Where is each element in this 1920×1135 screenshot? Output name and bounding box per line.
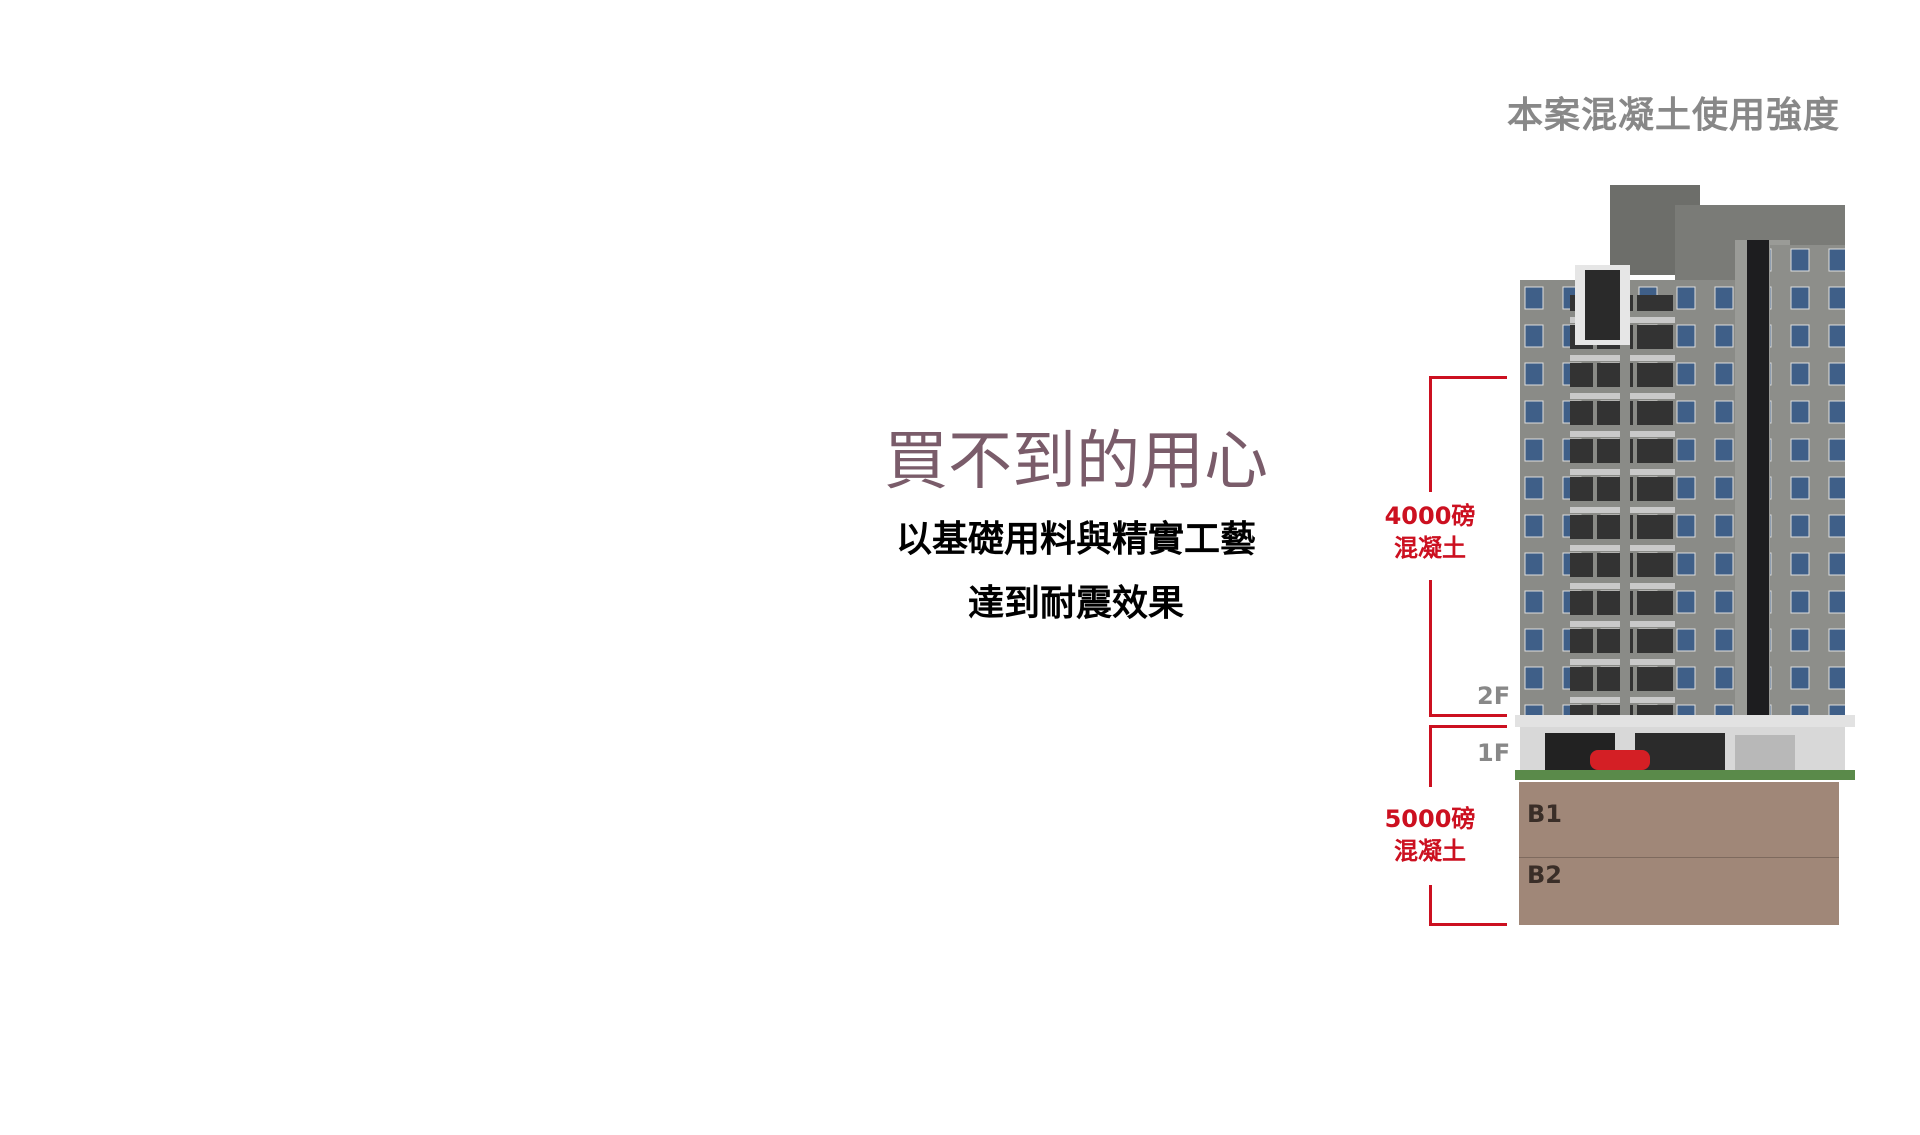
headline: 買不到的用心 <box>884 425 1268 499</box>
upper-bracket-bottom <box>1429 580 1432 716</box>
section-title: 本案混凝土使用強度 <box>1506 95 1840 136</box>
lower-zone-material: 混凝土 <box>1394 837 1466 865</box>
building-illustration <box>1515 185 1855 780</box>
basement-block <box>1519 782 1839 925</box>
lower-bracket-bottom-cap <box>1429 923 1507 926</box>
floor-label-1f: 1F <box>1477 739 1511 767</box>
lower-zone-strength: 5000磅 <box>1384 805 1476 833</box>
lower-bracket-bottom <box>1429 885 1432 925</box>
upper-bracket-bottom-cap <box>1429 714 1507 717</box>
lower-bracket-top-cap <box>1429 725 1507 728</box>
upper-bracket-top <box>1429 376 1432 492</box>
floor-label-b1: B1 <box>1527 800 1562 828</box>
subline-2: 達到耐震效果 <box>967 583 1184 624</box>
subline-1: 以基礎用料與精實工藝 <box>895 519 1256 560</box>
upper-bracket-top-cap <box>1429 376 1507 379</box>
basement-divider <box>1519 857 1839 858</box>
floor-label-b2: B2 <box>1527 861 1562 889</box>
upper-zone-strength: 4000磅 <box>1384 502 1476 530</box>
lower-bracket-top <box>1429 725 1432 787</box>
upper-zone-material: 混凝土 <box>1394 534 1466 562</box>
floor-label-2f: 2F <box>1477 682 1511 710</box>
